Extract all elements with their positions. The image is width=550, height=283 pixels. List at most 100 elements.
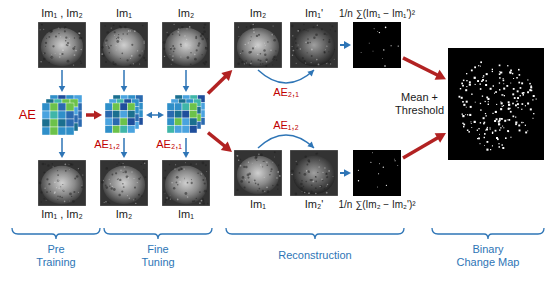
speckle	[330, 24, 331, 25]
arrow-head	[121, 86, 128, 92]
feature-cell	[42, 119, 50, 127]
speckle	[144, 41, 145, 42]
speckle	[118, 194, 121, 197]
speckle	[305, 30, 306, 31]
feature-layer	[171, 99, 201, 129]
change-pixel	[521, 109, 522, 110]
speckle	[40, 191, 42, 193]
change-pixel	[516, 101, 517, 102]
speckle	[202, 179, 204, 181]
speckle	[57, 27, 59, 29]
feature-cell	[50, 127, 58, 135]
change-pixel	[460, 88, 461, 89]
change-pixel	[501, 118, 503, 120]
change-pixel	[484, 145, 486, 147]
feature-cell	[58, 119, 66, 127]
speckle	[124, 166, 126, 168]
panel-picture	[448, 48, 544, 160]
speckle	[257, 59, 259, 61]
speckle	[170, 198, 171, 199]
change-pixel	[525, 125, 526, 126]
speckle	[61, 53, 63, 55]
speckle	[127, 33, 128, 34]
speckle	[195, 37, 197, 39]
speckle	[133, 199, 134, 200]
speckle	[377, 30, 379, 32]
speckle	[167, 34, 170, 37]
speckle	[205, 164, 207, 166]
change-pixel	[509, 71, 511, 73]
speckle	[328, 41, 330, 43]
speckle	[330, 29, 331, 30]
speckle	[187, 56, 190, 59]
change-pixel	[513, 116, 515, 118]
feature-cell	[42, 103, 50, 111]
scan-region	[41, 28, 83, 67]
stage-label: Fine Tuning	[141, 243, 174, 269]
change-pixel	[523, 94, 525, 96]
speckle	[244, 187, 246, 189]
feature-cell	[58, 103, 66, 111]
speckle	[48, 183, 50, 185]
feature-cell	[66, 103, 74, 111]
change-pixel	[496, 104, 497, 105]
speckle	[260, 53, 262, 55]
change-pixel	[462, 85, 464, 87]
speckle	[250, 63, 252, 65]
stage-brace	[432, 228, 544, 239]
change-pixel	[523, 92, 525, 94]
change-pixel	[503, 83, 505, 85]
speckle	[324, 33, 326, 35]
change-pixel	[518, 69, 520, 71]
speckle	[324, 51, 326, 53]
speckle	[292, 46, 293, 47]
label-holder: Im₂	[116, 208, 133, 221]
speckle	[264, 43, 265, 44]
speckle	[171, 182, 173, 184]
change-pixel	[474, 77, 476, 79]
speckle	[264, 177, 265, 178]
change-pixel	[490, 149, 491, 150]
connector-line	[123, 70, 125, 87]
stage-label-holder: Reconstruction	[278, 249, 351, 262]
speckle	[266, 161, 268, 163]
speckle	[184, 35, 185, 36]
speckle	[134, 187, 136, 189]
arrow-connector	[121, 70, 128, 92]
change-pixel	[462, 101, 464, 103]
speckle	[397, 165, 399, 167]
speckle	[304, 155, 307, 158]
speckle	[140, 164, 141, 165]
speckle	[255, 46, 256, 47]
speckle	[256, 35, 258, 37]
node-label: Im₁'	[305, 7, 323, 20]
speckle	[243, 166, 245, 168]
speckle	[257, 154, 258, 155]
change-pixel	[499, 89, 500, 90]
feature-cell	[113, 110, 121, 118]
node-label: Im₁ , Im₂	[41, 7, 83, 20]
stage-label-holder: Pre Training	[36, 243, 75, 269]
speckle	[398, 46, 399, 47]
speckle	[325, 173, 327, 175]
speckle	[296, 161, 297, 162]
speckle	[242, 176, 245, 179]
arrow-head	[221, 70, 232, 81]
change-pixel	[536, 99, 537, 100]
feature-cell	[42, 127, 50, 135]
speckle	[273, 39, 276, 42]
speckle	[205, 61, 208, 64]
change-pixel	[520, 87, 522, 89]
speckle	[333, 58, 335, 60]
change-pixel	[519, 74, 521, 76]
speckle	[106, 186, 109, 189]
error-ground	[353, 150, 401, 196]
speckle	[185, 192, 188, 195]
change-pixel	[483, 123, 485, 125]
speckle	[64, 164, 66, 166]
feature-cell	[190, 110, 198, 118]
speckle	[315, 176, 317, 178]
speckle	[325, 49, 327, 51]
speckle	[253, 24, 255, 26]
image-ground	[234, 22, 282, 68]
